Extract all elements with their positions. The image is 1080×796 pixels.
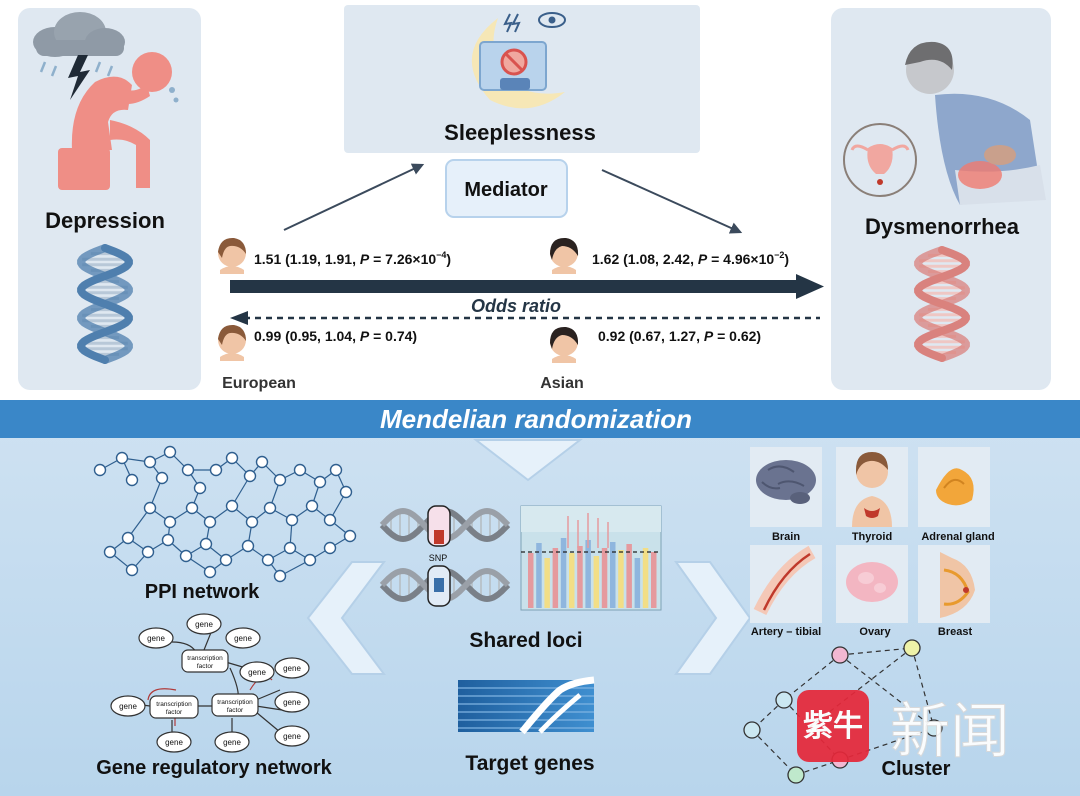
grn-gene-5: gene <box>283 664 301 673</box>
snp-label: SNP <box>429 553 448 563</box>
grn-gene-10: gene <box>283 732 301 741</box>
estimate-asian-reverse: 0.92 (0.67, 1.27, P = 0.62) <box>598 328 761 344</box>
mediator-tag: Mediator <box>445 159 568 218</box>
dna-helix-red-icon <box>914 246 970 362</box>
tissue-label-adrenal: Adrenal gland <box>921 531 994 543</box>
european-person-icon-lower <box>218 324 246 361</box>
grn-tf-1-line2: factor <box>197 663 214 670</box>
depressed-person-icon <box>58 52 179 190</box>
tissue-grid: Brain Thyroid Adrenal gland Artery – tib… <box>750 447 995 638</box>
asian-person-icon-upper <box>550 237 579 274</box>
news-watermark-logo: 紫牛 新闻 <box>797 690 1011 766</box>
grn-tf-3-line2: factor <box>227 707 244 714</box>
european-person-icon-upper <box>218 237 246 274</box>
grn-gene-2: gene <box>195 620 213 629</box>
grn-tf-2-line1: transcription <box>156 701 192 708</box>
watermark-word: 新闻 <box>890 698 1010 765</box>
grn-tf-3-line1: transcription <box>217 699 253 706</box>
brain-icon <box>756 460 816 504</box>
watermark-logo-text: 紫牛 <box>803 710 863 743</box>
grn-gene-8: gene <box>165 738 183 747</box>
exposure-label: Depression <box>45 208 165 233</box>
dysmenorrhea-panel: Dysmenorrhea <box>831 8 1051 390</box>
population-asian: Asian <box>540 375 584 392</box>
grn-gene-4: gene <box>248 668 266 677</box>
thyroid-icon <box>852 452 892 527</box>
left-chevron-icon <box>306 561 386 675</box>
reverse-causal-arrow <box>230 311 820 325</box>
grn-tf-1-line1: transcription <box>187 655 223 662</box>
storm-cloud-icon <box>33 12 125 100</box>
adrenal-gland-icon <box>936 468 974 506</box>
depression-panel: Depression <box>18 8 201 390</box>
asian-person-icon-lower <box>550 326 579 363</box>
target-genes-icon <box>458 676 595 735</box>
grn-gene-9: gene <box>223 738 241 747</box>
tissue-label-thyroid: Thyroid <box>852 531 892 543</box>
grn-label: Gene regulatory network <box>96 757 332 779</box>
tissue-label-ovary: Ovary <box>859 626 891 638</box>
ovary-icon <box>846 562 898 602</box>
estimate-european-reverse: 0.99 (0.95, 1.04, P = 0.74) <box>254 328 417 344</box>
right-chevron-icon <box>674 561 752 675</box>
population-european: European <box>222 375 296 392</box>
odds-ratio-label: Odds ratio <box>471 296 561 316</box>
grn-gene-6: gene <box>119 702 137 711</box>
estimate-asian-forward: 1.62 (1.08, 2.42, P = 4.96×10−2) <box>592 250 789 267</box>
cluster-label: Cluster <box>882 758 951 780</box>
target-genes-label: Target genes <box>465 752 594 775</box>
mediator-tag-text: Mediator <box>464 179 548 201</box>
tissue-label-artery: Artery – tibial <box>751 626 821 638</box>
exposure-to-mediator-arrow <box>283 163 425 231</box>
tissue-label-breast: Breast <box>938 626 973 638</box>
grn-gene-1: gene <box>147 634 165 643</box>
shared-loci-plot <box>520 505 662 611</box>
artery-tibial-icon <box>753 545 816 616</box>
woman-with-cramps-icon <box>905 41 1046 205</box>
mediator-label: Sleeplessness <box>444 120 596 145</box>
down-chevron-icon <box>473 439 583 482</box>
grn-gene-3: gene <box>234 634 252 643</box>
estimate-european-forward: 1.51 (1.19, 1.91, P = 7.26×10−4) <box>254 250 451 267</box>
outcome-label: Dysmenorrhea <box>865 214 1020 239</box>
moon-sleep-icon <box>471 12 566 109</box>
uterus-cycle-icon <box>843 123 917 197</box>
forward-causal-arrow <box>230 274 824 299</box>
grn-tf-2-line2: factor <box>166 709 183 716</box>
ppi-network-graph <box>93 445 357 583</box>
sleeplessness-panel: Sleeplessness <box>344 5 700 153</box>
method-banner <box>0 400 1080 438</box>
ppi-network-label: PPI network <box>145 581 260 603</box>
gene-regulatory-network-graph: gene gene gene gene gene gene gene gene … <box>110 613 310 753</box>
grn-gene-7: gene <box>283 698 301 707</box>
tissue-label-brain: Brain <box>772 531 800 543</box>
shared-loci-label: Shared loci <box>469 629 582 652</box>
mediator-to-outcome-arrow <box>601 169 743 234</box>
snp-dna-icon <box>379 505 511 607</box>
dna-helix-blue-icon <box>77 244 133 364</box>
method-banner-text: Mendelian randomization <box>380 404 692 434</box>
breast-icon <box>940 552 975 618</box>
